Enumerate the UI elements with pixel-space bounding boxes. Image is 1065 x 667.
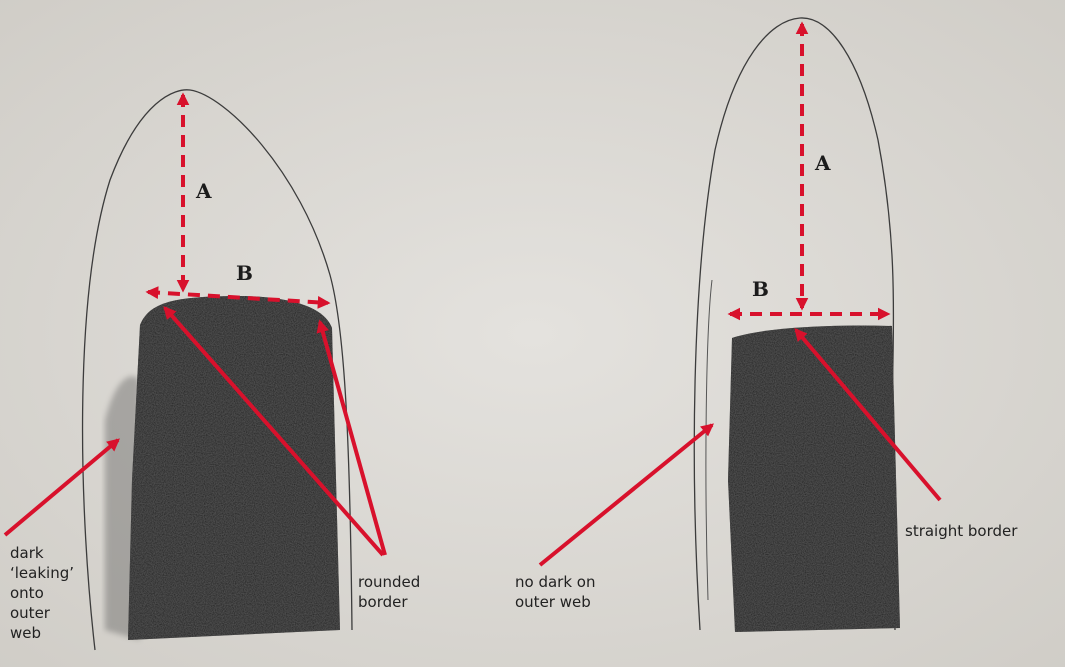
right-label-b: B (752, 277, 769, 301)
left-label-a: A (195, 179, 212, 203)
left-label-b: B (236, 261, 253, 285)
right-caption-border: straight border (905, 521, 1017, 541)
left-caption-outer-web: dark ‘leaking’ onto outer web (10, 543, 74, 643)
left-caption-border: rounded border (358, 572, 420, 612)
right-label-a: A (814, 151, 831, 175)
right-feather-dark-tip (728, 326, 900, 633)
right-caption-outer-web: no dark on outer web (515, 572, 595, 612)
